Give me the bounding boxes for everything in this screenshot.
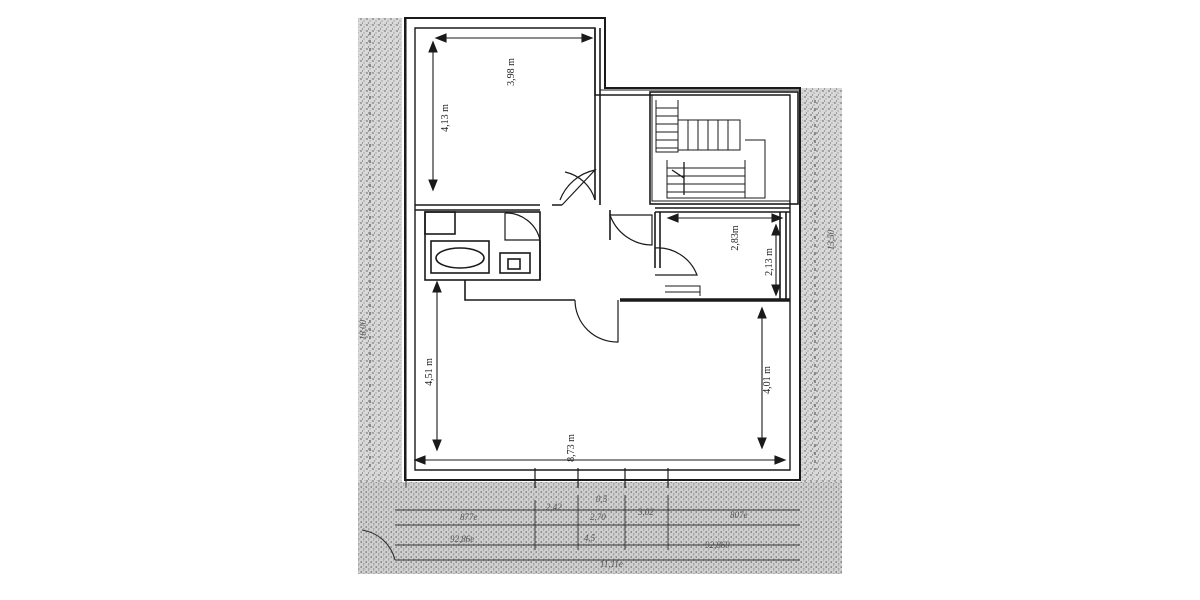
survey-note-bottom-left-total: 92,86e (450, 534, 474, 544)
survey-note-bottom-right-total: 92,860 (705, 540, 730, 550)
living-width-label: 8,73 m (566, 434, 577, 462)
survey-note-mid-1: 2,42 (546, 502, 562, 512)
doors (504, 169, 698, 343)
surrounding-terrain (358, 18, 842, 574)
utility-width-label: 2,83m (730, 225, 741, 251)
survey-note-bottom-left: 877e (460, 512, 478, 522)
survey-note-small-a: 0,5 (596, 494, 608, 504)
living-depth-right-label: 4,01 m (762, 366, 773, 394)
living-depth-left-label: 4,51 m (424, 358, 435, 386)
survey-lines (361, 32, 816, 561)
survey-note-mid-3: 3,02 (637, 507, 654, 517)
utility-depth-label: 2,13 m (764, 248, 775, 276)
bedroom-width-label: 3,98 m (506, 58, 517, 86)
survey-note-right-vertical: 13,50 (826, 229, 836, 250)
bedroom-depth-label: 4,13 m (440, 104, 451, 132)
dimension-lines (413, 33, 787, 465)
staircase (655, 100, 766, 199)
facade-window-marks (534, 468, 669, 488)
survey-note-overall: 11,11e (600, 559, 623, 569)
survey-note-small-b: 4,5 (584, 533, 596, 543)
survey-note-mid-2: 2,70 (590, 512, 606, 522)
interior-walls (415, 28, 799, 302)
survey-note-left-vertical: 18,00 (358, 319, 368, 340)
survey-note-bottom-right: 807e (730, 510, 748, 520)
